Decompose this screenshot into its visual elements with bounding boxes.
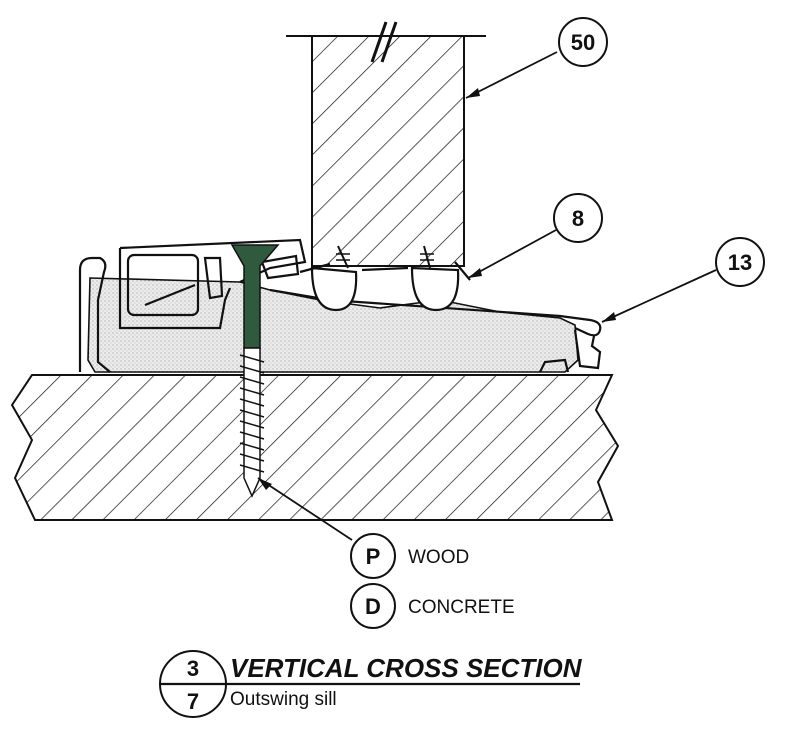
door-panel (286, 21, 486, 267)
legend-label-wood: WOOD (408, 547, 469, 568)
callout-8-label: 8 (572, 206, 584, 231)
callout-50-label: 50 (571, 30, 595, 55)
weatherstrip (299, 245, 471, 312)
legend-item-wood: P WOOD (350, 533, 469, 579)
title-block: 3 7 VERTICAL CROSS SECTION Outswing sill (159, 650, 583, 718)
legend-item-concrete: D CONCRETE (350, 583, 515, 629)
legend-label-concrete: CONCRETE (408, 597, 515, 618)
legend-symbol-wood: P (366, 544, 381, 569)
legend-symbol-concrete: D (365, 594, 381, 619)
detail-number: 3 (187, 656, 199, 681)
detail-title: VERTICAL CROSS SECTION (230, 653, 583, 683)
sill-profile (78, 238, 602, 373)
screw-leader (257, 477, 353, 541)
screw (230, 244, 280, 498)
callout-8: 8 (467, 193, 603, 279)
callout-50: 50 (465, 17, 608, 99)
detail-subtitle: Outswing sill (230, 689, 337, 710)
callout-13-label: 13 (728, 250, 752, 275)
callout-13: 13 (601, 237, 765, 323)
legend: P WOOD D CONCRETE (350, 533, 515, 629)
concrete-slab (10, 374, 620, 521)
sheet-number: 7 (187, 689, 199, 714)
